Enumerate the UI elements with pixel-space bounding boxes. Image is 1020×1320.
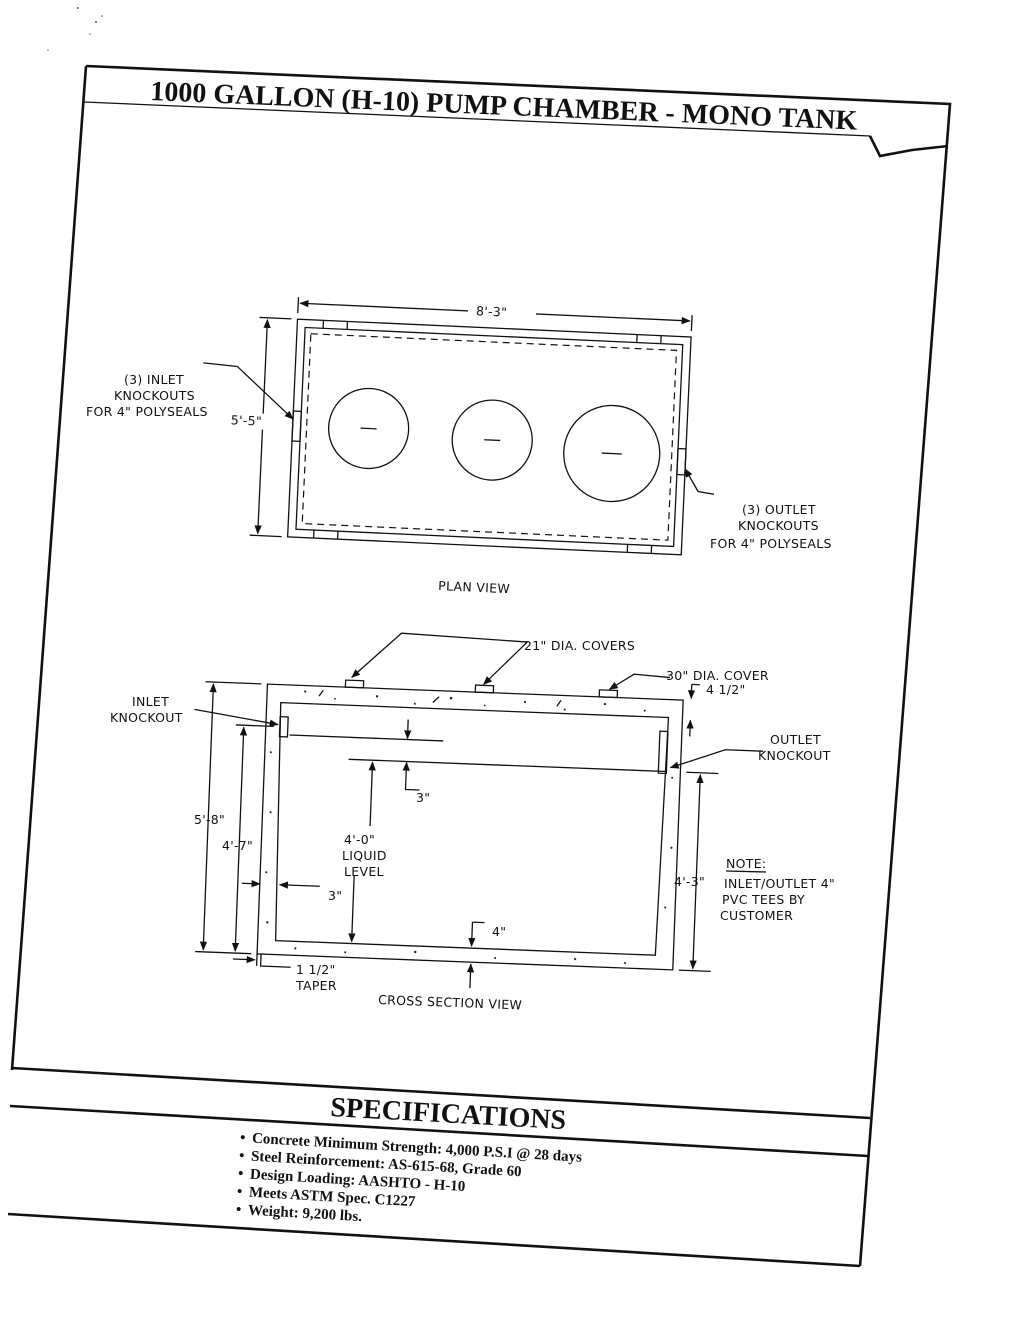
svg-text:LEVEL: LEVEL — [344, 864, 384, 879]
spec-item: Weight: 9,200 lbs. — [247, 1203, 362, 1226]
svg-text:KNOCKOUTS: KNOCKOUTS — [114, 388, 195, 403]
svg-text:(3) OUTLET: (3) OUTLET — [742, 502, 816, 517]
svg-text:KNOCKOUTS: KNOCKOUTS — [738, 518, 819, 533]
plan-view: 8'-3" 5'-5" — [203, 297, 715, 556]
outlet-knockout-label: OUTLET KNOCKOUT — [758, 732, 831, 763]
inlet-height-label: 4'-7" — [222, 838, 253, 853]
plan-outer-wall — [286, 318, 692, 556]
taper-label: 1 1/2" TAPER — [295, 962, 337, 993]
svg-text:FOR 4" POLYSEALS: FOR 4" POLYSEALS — [86, 404, 208, 419]
plan-cover-2 — [451, 399, 533, 481]
spec-bullet: • — [238, 1166, 244, 1182]
tees-note: NOTE: INLET/OUTLET 4" PVC TEES BY CUSTOM… — [720, 856, 835, 923]
top-thickness-label: 4 1/2" — [706, 682, 746, 697]
svg-text:4'-0": 4'-0" — [344, 832, 375, 847]
spec-bullet: • — [236, 1202, 242, 1218]
plan-outlet-note: (3) OUTLET KNOCKOUTS FOR 4" POLYSEALS — [710, 502, 832, 551]
tank-inner-shell — [274, 701, 670, 956]
cross-section-view — [194, 632, 764, 989]
plan-width-dim: 5'-5" — [231, 412, 263, 428]
svg-text:(3) INLET: (3) INLET — [124, 372, 184, 387]
plan-view-label: PLAN VIEW — [438, 578, 510, 596]
plan-inner-wall — [295, 326, 684, 548]
spec-bullet: • — [240, 1130, 246, 1146]
liquid-level-label: 4'-0" LIQUID LEVEL — [342, 832, 387, 879]
svg-text:INLET: INLET — [132, 694, 169, 709]
cover-30-label: 30" DIA. COVER — [666, 668, 769, 683]
svg-text:INLET/OUTLET 4": INLET/OUTLET 4" — [724, 876, 835, 891]
wall-thickness-label: 3" — [328, 888, 342, 903]
specifications-list: • Concrete Minimum Strength: 4,000 P.S.I… — [236, 1130, 583, 1226]
floor-thickness-label: 4" — [492, 924, 506, 939]
svg-text:PVC TEES BY: PVC TEES BY — [722, 892, 805, 907]
svg-text:LIQUID: LIQUID — [342, 848, 387, 863]
lid-cover-3 — [598, 689, 619, 699]
plan-cover-1 — [327, 387, 410, 470]
svg-text:CUSTOMER: CUSTOMER — [720, 908, 793, 923]
inlet-knockout-label: INLET KNOCKOUT — [110, 694, 183, 725]
svg-text:KNOCKOUT: KNOCKOUT — [110, 710, 183, 725]
overall-height-label: 5'-8" — [194, 812, 225, 827]
plan-footprint — [301, 333, 678, 541]
outlet-height-label: 4'-3" — [674, 874, 705, 889]
svg-text:TAPER: TAPER — [295, 978, 337, 993]
svg-text:1 1/2": 1 1/2" — [296, 962, 336, 977]
svg-text:FOR 4" POLYSEALS: FOR 4" POLYSEALS — [710, 536, 832, 551]
plan-length-dim: 8'-3" — [476, 303, 508, 319]
svg-text:OUTLET: OUTLET — [770, 732, 821, 747]
sheet-frame — [7, 64, 952, 1268]
lid-cover-1 — [344, 679, 365, 689]
lid-cover-2 — [474, 684, 495, 694]
spec-bullet: • — [239, 1148, 245, 1164]
concrete-speckle — [265, 690, 674, 965]
plan-cover-3 — [563, 404, 661, 503]
cross-section-label: CROSS SECTION VIEW — [378, 992, 523, 1013]
drop-label: 3" — [416, 790, 430, 805]
scan-specks — [47, 7, 103, 51]
covers-21-label: 21" DIA. COVERS — [524, 638, 635, 653]
note-heading: NOTE: — [726, 856, 766, 871]
spec-bullet: • — [237, 1184, 243, 1200]
plan-inlet-note: (3) INLET KNOCKOUTS FOR 4" POLYSEALS — [86, 372, 208, 419]
tank-outer-shell — [256, 683, 684, 971]
svg-text:KNOCKOUT: KNOCKOUT — [758, 748, 831, 763]
